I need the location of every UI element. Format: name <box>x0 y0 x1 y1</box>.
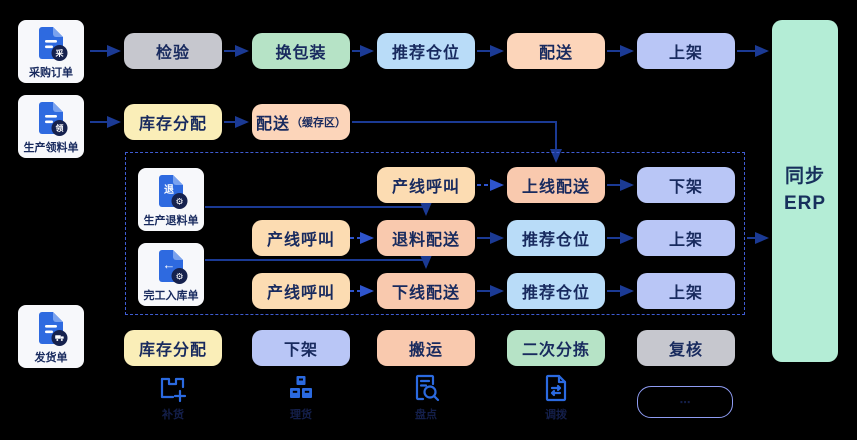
tool-transfer: 调拨 <box>521 372 591 422</box>
card-shipping-order: 发货单 <box>18 305 84 368</box>
node-slot-suggest-2: 推荐仓位 <box>507 220 605 256</box>
card-label: 生产退料单 <box>143 215 199 227</box>
node-putaway-2: 上架 <box>637 220 735 256</box>
node-unshelve-2: 下架 <box>252 330 350 366</box>
card-label: 发货单 <box>34 352 68 364</box>
transfer-icon <box>545 374 567 402</box>
card-production-return-order: 退 ⚙ 生产退料单 <box>138 168 204 231</box>
replenish-icon <box>160 377 187 403</box>
card-label: 完工入库单 <box>143 290 199 302</box>
node-line-call-3: 产线呼叫 <box>252 273 350 309</box>
node-inspection: 检验 <box>124 33 222 69</box>
gear-badge-icon: ⚙ <box>175 272 183 282</box>
card-production-picking-order: 领 生产领料单 <box>18 95 84 158</box>
card-purchase-order: 采 采购订单 <box>18 20 84 83</box>
node-recheck: 复核 <box>637 330 735 366</box>
node-delivery-buffer: 配送 （缓存区） <box>252 104 350 140</box>
tool-label: 调拨 <box>545 409 567 421</box>
node-line-call-2: 产线呼叫 <box>252 220 350 256</box>
card-label: 采购订单 <box>29 67 73 79</box>
left-arrow-icon: ← <box>163 257 176 272</box>
node-slot-suggest-3: 推荐仓位 <box>507 273 605 309</box>
tool-replenish: 补货 <box>138 372 208 422</box>
erp-sync-panel: 同步 ERP <box>772 20 838 362</box>
node-delivery: 配送 <box>507 33 605 69</box>
node-move: 搬运 <box>377 330 475 366</box>
node-stock-allocate-2: 库存分配 <box>124 330 222 366</box>
svg-text:领: 领 <box>56 123 64 133</box>
node-return-delivery: 退料配送 <box>377 220 475 256</box>
node-second-sort: 二次分拣 <box>507 330 605 366</box>
node-slot-suggest-1: 推荐仓位 <box>377 33 475 69</box>
finished-inbound-document-icon: ← ⚙ <box>159 250 188 284</box>
production-picking-document-icon: 领 <box>39 102 68 136</box>
card-label: 生产领料单 <box>23 142 79 154</box>
node-offline-delivery: 下线配送 <box>377 273 475 309</box>
tool-label: 补货 <box>162 409 184 421</box>
stocktake-icon <box>415 374 440 402</box>
purchase-order-document-icon: 采 <box>39 27 68 61</box>
node-unshelve-1: 下架 <box>637 167 735 203</box>
truck-badge-icon <box>55 335 64 341</box>
node-putaway-1: 上架 <box>637 33 735 69</box>
node-putaway-3: 上架 <box>637 273 735 309</box>
svg-text:采: 采 <box>55 48 65 58</box>
node-stock-allocate-1: 库存分配 <box>124 104 222 140</box>
production-return-document-icon: 退 ⚙ <box>159 175 188 209</box>
tool-tally: 理货 <box>266 372 336 422</box>
svg-text:退: 退 <box>164 184 174 196</box>
node-online-delivery: 上线配送 <box>507 167 605 203</box>
more-label: ⋯ <box>679 396 691 409</box>
tool-label: 盘点 <box>415 409 437 421</box>
shipping-document-icon <box>39 312 68 346</box>
tool-stocktake: 盘点 <box>391 372 461 422</box>
tally-icon <box>290 376 312 398</box>
delivery-buffer-main: 配送 <box>255 116 290 133</box>
node-repack: 换包装 <box>252 33 350 69</box>
gear-badge-icon: ⚙ <box>175 197 183 207</box>
erp-line2: ERP <box>783 193 827 214</box>
erp-line1: 同步 <box>784 166 825 188</box>
delivery-buffer-sub: （缓存区） <box>291 117 346 129</box>
node-line-call-1: 产线呼叫 <box>377 167 475 203</box>
tool-label: 理货 <box>290 409 312 421</box>
card-finished-goods-inbound-order: ← ⚙ 完工入库单 <box>138 243 204 306</box>
more-button[interactable]: ⋯ <box>637 386 733 418</box>
production-line-region <box>125 152 745 315</box>
